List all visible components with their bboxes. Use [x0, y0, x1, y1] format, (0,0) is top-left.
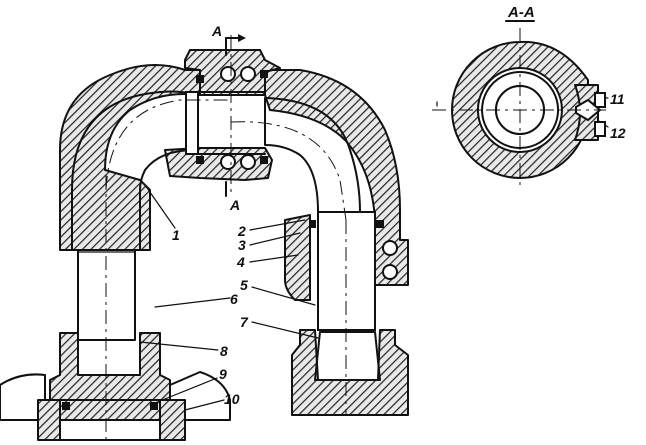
right-union-nut — [291, 329, 409, 416]
callout-11: 11 — [610, 91, 625, 107]
lower-joint-cap — [164, 147, 273, 181]
callout-2: 2 — [237, 223, 246, 239]
left-union-nut — [49, 332, 171, 421]
section-title: A-A — [507, 4, 535, 21]
section-view-a-a: A-A — [432, 4, 606, 190]
callout-6: 6 — [230, 291, 238, 307]
callout-1: 1 — [172, 227, 180, 243]
lower-ball-bearings — [196, 154, 268, 170]
callout-labels: 1 2 3 4 5 6 7 8 9 10 11 12 — [172, 91, 626, 407]
joint-tube — [185, 91, 199, 155]
callout-3: 3 — [238, 237, 246, 253]
callout-10: 10 — [224, 391, 240, 407]
section-outer-ring — [451, 40, 589, 179]
section-mark-top: A — [211, 23, 222, 39]
upper-ball-bearings — [196, 66, 268, 83]
main-assembly — [0, 35, 409, 441]
callout-9: 9 — [219, 366, 227, 382]
section-mark-bottom: A — [229, 197, 240, 213]
callout-7: 7 — [240, 314, 249, 330]
section-cut-marks: A A — [211, 23, 246, 213]
right-elbow-housing — [264, 69, 409, 286]
right-outlet-sleeve — [317, 211, 376, 331]
section-bolt-nut — [594, 121, 606, 137]
section-bolt-head — [594, 92, 606, 108]
callout-12: 12 — [610, 125, 626, 141]
callout-8: 8 — [220, 343, 228, 359]
callout-5: 5 — [240, 277, 248, 293]
leader-lines — [139, 94, 609, 411]
right-housing-wall — [284, 214, 311, 301]
callout-4: 4 — [236, 254, 245, 270]
